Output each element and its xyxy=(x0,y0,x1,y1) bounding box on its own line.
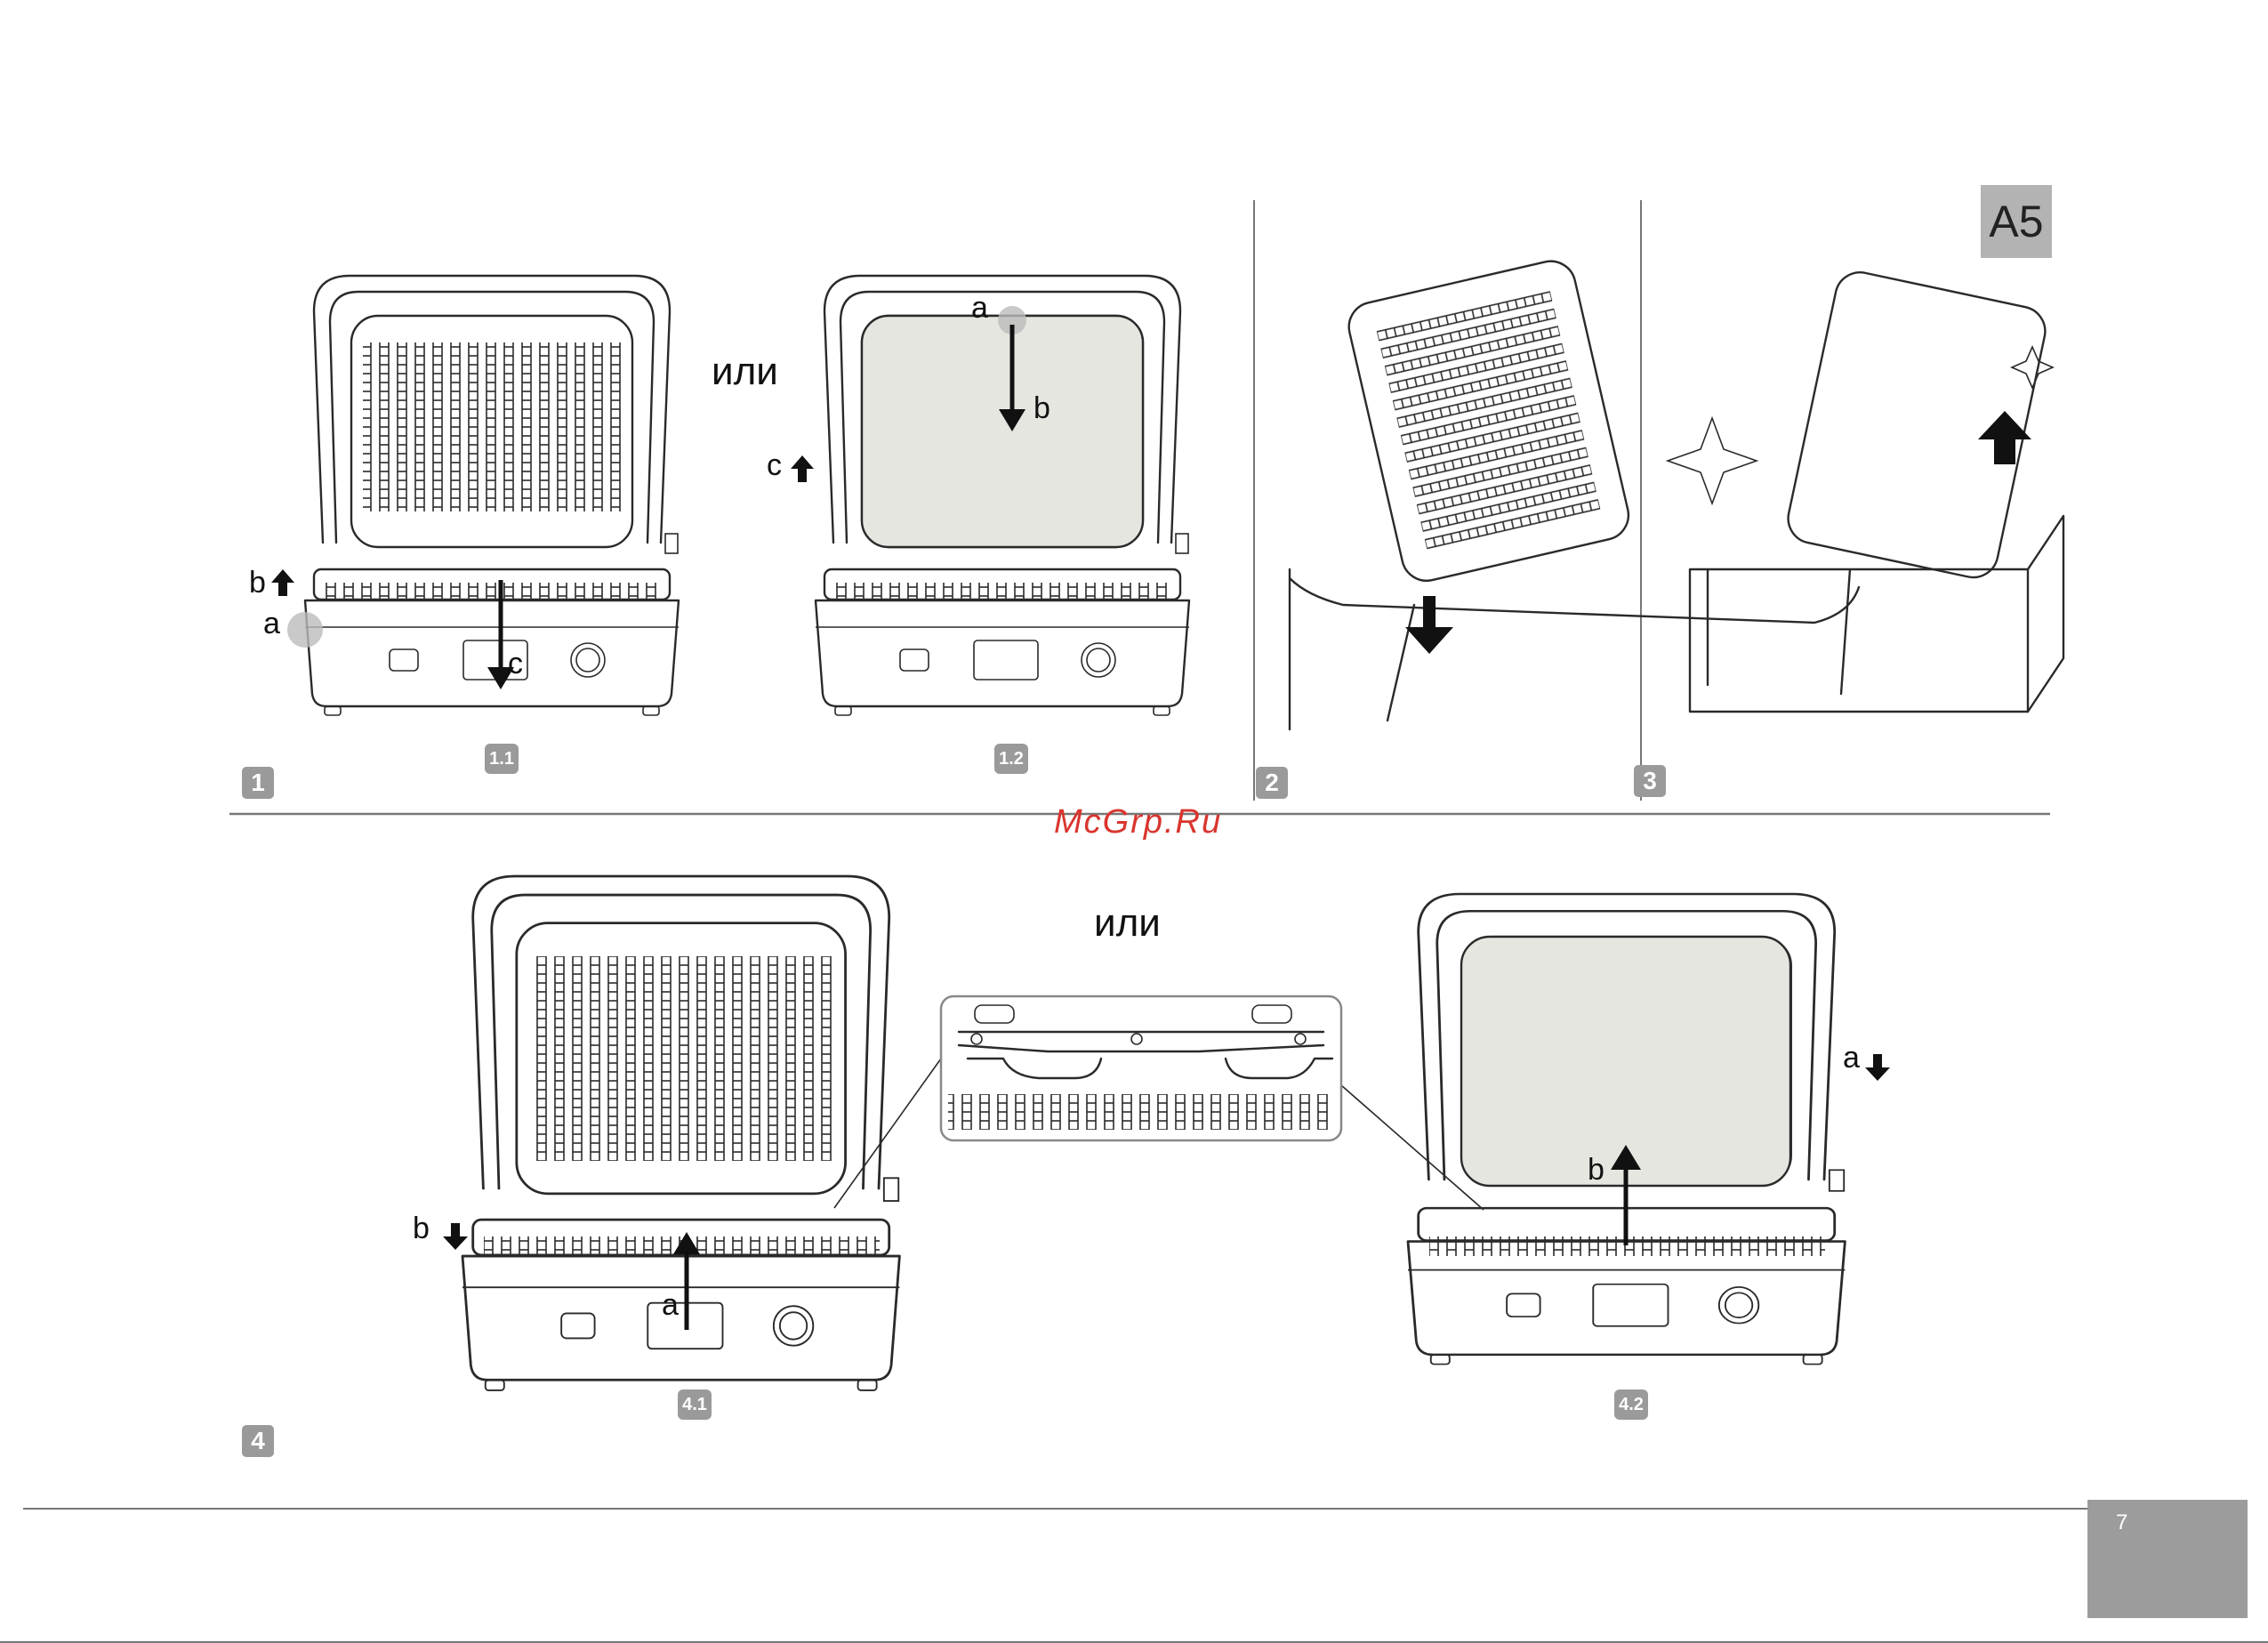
step-badge-1-1: 1.1 xyxy=(485,744,519,774)
figure-3-plate-storage xyxy=(1668,268,2063,712)
label-b-4-1: b xyxy=(413,1212,430,1245)
figure-2-plate-washing xyxy=(1290,256,1859,729)
or-word-bottom: или xyxy=(1094,901,1161,945)
section-badge-4: 4 xyxy=(242,1425,274,1457)
label-a-1-2: a xyxy=(971,291,988,325)
label-b-4-2: b xyxy=(1588,1153,1604,1187)
section-tag: A5 xyxy=(1981,185,2052,258)
step-badge-4-1: 4.1 xyxy=(678,1389,712,1420)
section-badge-1: 1 xyxy=(242,767,274,799)
figure-1-1-grill xyxy=(271,276,679,715)
label-a-1-1: a xyxy=(263,607,280,640)
section-badge-2: 2 xyxy=(1256,767,1288,799)
step-badge-1-2: 1.2 xyxy=(994,744,1028,774)
label-b-1-1: b xyxy=(249,566,266,600)
detail-callout xyxy=(834,996,1484,1210)
label-c-1-1: c xyxy=(508,647,523,681)
label-a-4-1: a xyxy=(662,1288,679,1322)
label-a-4-2: a xyxy=(1843,1041,1860,1075)
or-word-top: или xyxy=(712,350,778,393)
watermark: McGrp.Ru xyxy=(1054,803,1222,842)
step-badge-4-2: 4.2 xyxy=(1614,1389,1648,1420)
page-number-box: 7 xyxy=(2087,1500,2248,1618)
figure-1-2-grill xyxy=(791,276,1189,715)
page-number: 7 xyxy=(2116,1510,2127,1535)
section-badge-3: 3 xyxy=(1634,765,1666,797)
label-b-1-2: b xyxy=(1033,391,1050,425)
figure-4-2-grill xyxy=(1408,894,1890,1365)
label-c-1-2: c xyxy=(767,448,782,482)
